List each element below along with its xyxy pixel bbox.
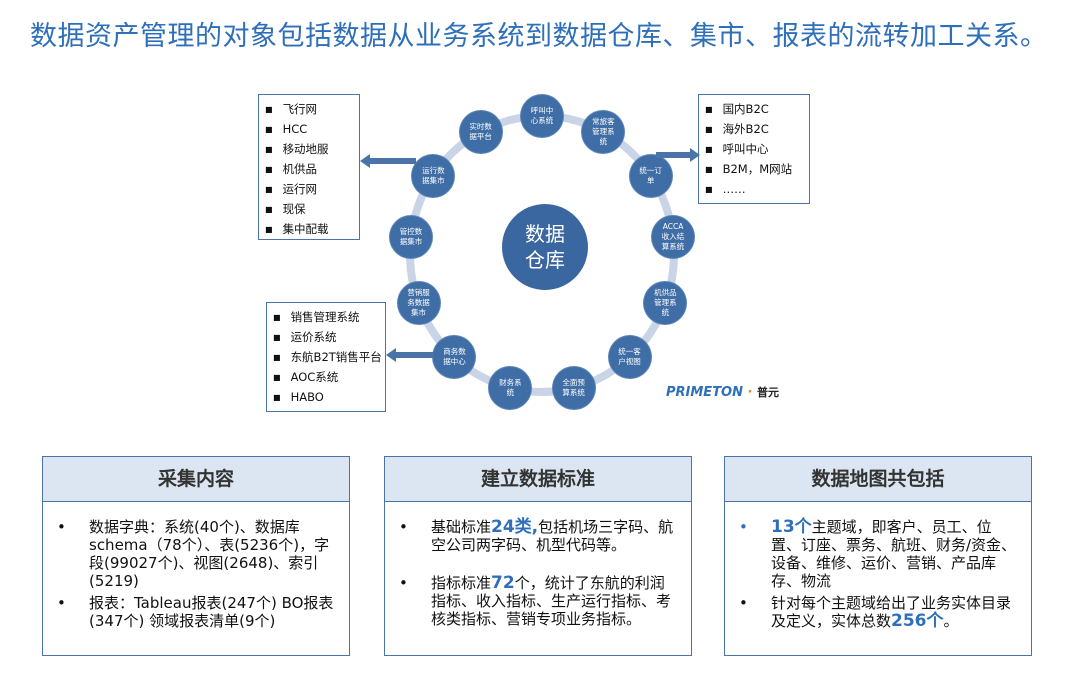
ring-node: 管控数 据集市 (389, 216, 432, 259)
ring-node: 统一客 户视图 (608, 336, 651, 379)
data-flow-diagram: 呼叫中 心系统常旅客 管理系 统统一订 单 ACCA 收入结 算系统机供品 管理系… (258, 88, 810, 412)
page-title: 数据资产管理的对象包括数据从业务系统到数据仓库、集市、报表的流转加工关系。 (30, 21, 1048, 52)
card-data-map-item-2: 针对每个主题域给出了业务实体目录及定义，实体总数256个。 (739, 594, 1017, 630)
left-bottom-list-item: 运价系统 (273, 327, 379, 347)
ring-node: 机供品 管理系 统 (644, 281, 687, 324)
ring-node: 财务系 统 (489, 366, 532, 409)
arrow-left-bottom (386, 348, 434, 362)
card-data-map: 数据地图共包括 13个主题域，即客户、员工、位置、订座、票务、航班、财务/资金、… (724, 456, 1032, 656)
left-top-list-item: 集中配载 (265, 219, 353, 239)
right-list-item: …… (705, 179, 803, 199)
ring-node: 全面预 算系统 (552, 366, 595, 409)
left-bottom-list-item: 东航B2T销售平台 (273, 347, 382, 367)
arrow-right (656, 148, 700, 162)
primeton-logo: PRIMETON · 普元 (666, 385, 779, 400)
card-standards-item-2: 指标标准72个，统计了东航的利润指标、收入指标、生产运行指标、考核类指标、营销专… (399, 574, 677, 628)
left-bottom-system-list: 销售管理系统运价系统东航B2T销售平台AOC系统HABO (266, 302, 386, 412)
data-warehouse-node: 数据 仓库 (502, 204, 588, 290)
right-list-item: 国内B2C (705, 99, 803, 119)
left-bottom-list-item: AOC系统 (273, 367, 379, 387)
arrow-left-top (360, 154, 416, 168)
left-top-list-item: HCC (265, 119, 353, 139)
card-collection-title: 采集内容 (43, 457, 349, 502)
right-list-item: B2M，M网站 (705, 159, 803, 179)
left-top-list-item: 运行网 (265, 179, 353, 199)
left-top-list-item: 现保 (265, 199, 353, 219)
left-bottom-list-item: 销售管理系统 (273, 307, 379, 327)
card-standards-item-1: 基础标准24类,包括机场三字码、航空公司两字码、机型代码等。 (399, 518, 677, 554)
right-list-item: 海外B2C (705, 119, 803, 139)
card-data-map-item-1: 13个主题域，即客户、员工、位置、订座、票务、航班、财务/资金、设备、维修、运价… (739, 518, 1017, 590)
left-top-list-item: 机供品 (265, 159, 353, 179)
left-top-list-item: 飞行网 (265, 99, 353, 119)
card-collection-item-1: 数据字典：系统(40个)、数据库schema（78个）、表(5236个)，字段(… (57, 518, 335, 590)
card-collection: 采集内容 数据字典：系统(40个)、数据库schema（78个）、表(5236个… (42, 456, 350, 656)
card-data-map-title: 数据地图共包括 (725, 457, 1031, 502)
card-collection-item-2: 报表：Tableau报表(247个) BO报表(347个) 领域报表清单(9个) (57, 594, 335, 630)
card-standards: 建立数据标准 基础标准24类,包括机场三字码、航空公司两字码、机型代码等。 指标… (384, 456, 692, 656)
left-top-list-item: 移动地服 (265, 139, 353, 159)
card-standards-title: 建立数据标准 (385, 457, 691, 502)
ring-node: 运行数 据集市 (412, 154, 455, 197)
right-list-item: 呼叫中心 (705, 139, 803, 159)
ring-node: 商务数 据中心 (433, 336, 476, 379)
ring-node: 统一订 单 (629, 154, 672, 197)
right-channel-list: 国内B2C海外B2C呼叫中心B2M，M网站…… (698, 94, 810, 204)
left-bottom-list-item: HABO (273, 387, 379, 407)
ring-node: 常旅客 管理系 统 (582, 110, 625, 153)
ring-node: ACCA 收入结 算系统 (652, 216, 695, 259)
ring-node: 实时数 据平台 (459, 110, 502, 153)
ring-node: 营销服 务数据 集市 (397, 281, 440, 324)
ring-node: 呼叫中 心系统 (521, 95, 563, 137)
left-top-system-list: 飞行网HCC移动地服机供品运行网现保集中配载 (258, 94, 360, 240)
